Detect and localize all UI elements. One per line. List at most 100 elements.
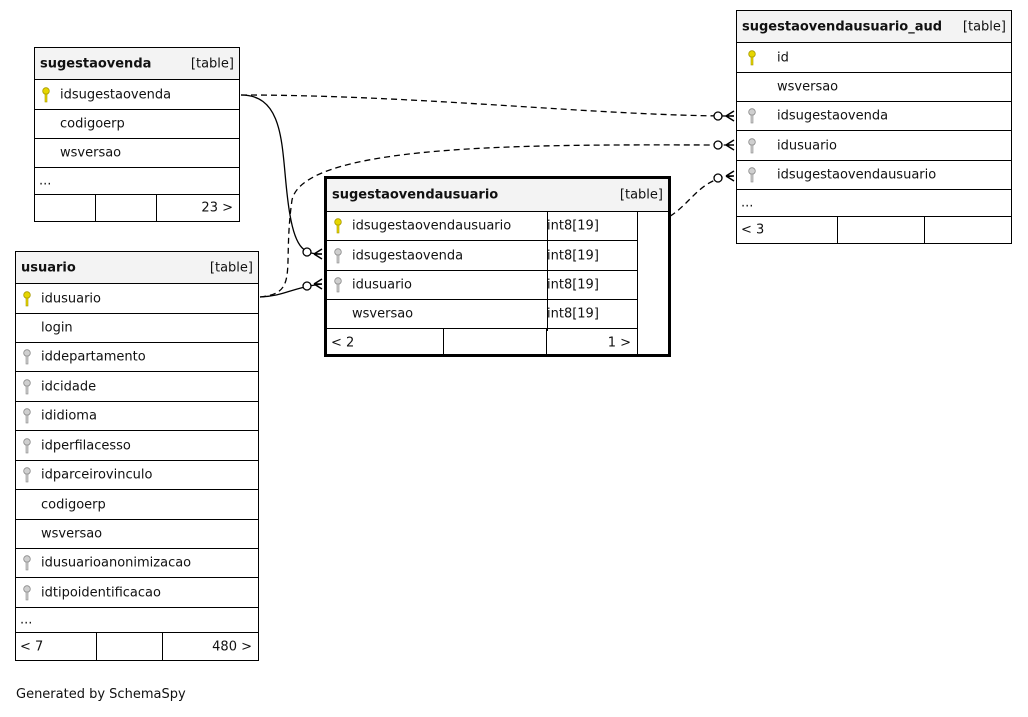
- table-header: sugestaovendausuario [table]: [327, 179, 668, 212]
- crows-foot-icon: [313, 278, 323, 290]
- column-row[interactable]: idusuario: [16, 284, 258, 314]
- footer-parents-cell: < 3: [737, 217, 838, 243]
- children-count: 23 >: [201, 200, 233, 216]
- children-count: 1 >: [607, 335, 631, 350]
- column-row[interactable]: ididioma: [16, 402, 258, 431]
- footer-middle-cell: [838, 217, 925, 243]
- column-row[interactable]: idsugestaovendausuario: [737, 161, 1011, 190]
- footer-children-cell: [925, 217, 1011, 243]
- footer-parents-cell: < 7: [16, 633, 97, 660]
- table-footer: < 2 1 >: [327, 329, 637, 356]
- edge-sugestaovenda-to-aud: [240, 94, 735, 117]
- table-usuario[interactable]: usuario [table] idusuario login iddepart…: [15, 251, 259, 661]
- footer-children-cell: 480 >: [163, 633, 258, 660]
- column-row[interactable]: idtipoidentificacao: [16, 578, 258, 608]
- column-row[interactable]: idsugestaovenda: [737, 102, 1011, 131]
- column-name: idsugestaovenda: [777, 108, 889, 124]
- column-row[interactable]: iddepartamento: [16, 343, 258, 372]
- foreign-key-icon: [748, 167, 756, 183]
- column-name: wsversao: [777, 79, 839, 95]
- table-header: usuario [table]: [16, 252, 258, 284]
- table-name: sugestaovendausuario_aud: [742, 19, 943, 34]
- column-row[interactable]: wsversao int8[19]: [327, 300, 637, 329]
- column-name: idsugestaovenda: [352, 248, 464, 263]
- foreign-key-icon: [334, 277, 342, 293]
- table-footer: 23 >: [35, 195, 239, 221]
- children-count: 480 >: [212, 639, 252, 654]
- column-row[interactable]: idusuarioanonimizacao: [16, 549, 258, 578]
- optional-ring-icon: [302, 247, 312, 257]
- column-name: idusuario: [777, 138, 837, 153]
- column-row[interactable]: login: [16, 314, 258, 343]
- optional-ring-icon: [713, 173, 723, 183]
- primary-key-icon: [23, 290, 31, 306]
- table-footer: < 7 480 >: [16, 633, 258, 660]
- table-header: sugestaovendausuario_aud [table]: [737, 11, 1011, 43]
- column-type: int8[19]: [547, 277, 599, 293]
- footer-children-cell: 23 >: [157, 195, 239, 221]
- column-row[interactable]: idusuario: [737, 131, 1011, 161]
- more-columns-indicator: ...: [39, 173, 52, 189]
- table-sugestaovendausuario[interactable]: sugestaovendausuario [table] idsugestaov…: [324, 176, 671, 357]
- column-row[interactable]: id: [737, 43, 1011, 73]
- column-type: int8[19]: [547, 218, 599, 234]
- more-columns-indicator: ...: [20, 612, 33, 628]
- foreign-key-icon: [23, 437, 31, 453]
- column-name: idperfilacesso: [41, 438, 131, 453]
- column-name: id: [777, 50, 789, 65]
- column-name: idparceirovinculo: [41, 467, 153, 483]
- foreign-key-icon: [23, 555, 31, 571]
- crows-foot-icon: [725, 139, 735, 151]
- table-sugestaovenda[interactable]: sugestaovenda [table] idsugestaovenda co…: [34, 47, 240, 222]
- column-name: idusuario: [41, 291, 101, 306]
- foreign-key-icon: [23, 378, 31, 394]
- column-name: idusuario: [352, 277, 412, 293]
- table-footer: < 3: [737, 217, 1011, 243]
- table-kind: [table]: [619, 187, 663, 203]
- crows-foot-icon: [725, 110, 735, 122]
- column-row[interactable]: idperfilacesso: [16, 431, 258, 461]
- footer-middle-cell: [97, 633, 163, 660]
- column-row[interactable]: wsversao: [35, 139, 239, 168]
- edge-usuario-to-sugestaovendausuario: [259, 283, 323, 298]
- more-columns-row: ...: [16, 608, 258, 633]
- column-row[interactable]: idsugestaovenda: [35, 80, 239, 110]
- column-name: idsugestaovendausuario: [352, 218, 512, 234]
- column-name: idcidade: [41, 379, 97, 394]
- table-sugestaovendausuario-aud[interactable]: sugestaovendausuario_aud [table] id wsve…: [736, 10, 1012, 244]
- column-name: idsugestaovendausuario: [777, 167, 937, 183]
- type-column-divider: [547, 212, 548, 331]
- crows-foot-icon: [725, 170, 735, 182]
- column-row[interactable]: idcidade: [16, 372, 258, 402]
- edge-sugestaovenda-to-sugestaovendausuario: [240, 94, 323, 255]
- column-type: int8[19]: [547, 306, 599, 322]
- table-name: sugestaovendausuario: [332, 187, 499, 203]
- column-row[interactable]: codigoerp: [16, 490, 258, 520]
- parents-count: < 7: [20, 639, 44, 654]
- column-row[interactable]: codigoerp: [35, 110, 239, 139]
- column-row[interactable]: idsugestaovendausuario int8[19]: [327, 212, 637, 241]
- column-row[interactable]: wsversao: [737, 73, 1011, 102]
- column-name: iddepartamento: [41, 349, 146, 365]
- column-name: wsversao: [352, 306, 414, 322]
- column-row[interactable]: idparceirovinculo: [16, 461, 258, 490]
- optional-ring-icon: [713, 140, 723, 150]
- primary-key-icon: [748, 49, 756, 65]
- column-row[interactable]: idsugestaovenda int8[19]: [327, 241, 637, 271]
- parents-count: < 3: [741, 222, 765, 238]
- optional-ring-icon: [713, 111, 723, 121]
- table-kind: [table]: [190, 56, 234, 71]
- crows-foot-icon: [313, 248, 323, 260]
- column-row[interactable]: idusuario int8[19]: [327, 271, 637, 300]
- footer-parents-cell: < 2: [327, 329, 444, 356]
- foreign-key-icon: [334, 247, 342, 263]
- primary-key-icon: [42, 86, 50, 102]
- column-name: idusuarioanonimizacao: [41, 555, 192, 571]
- footer-children-cell: 1 >: [547, 329, 637, 356]
- foreign-key-icon: [23, 584, 31, 600]
- column-row[interactable]: wsversao: [16, 520, 258, 549]
- footer-middle-cell: [96, 195, 157, 221]
- column-name: codigoerp: [60, 116, 125, 132]
- more-columns-row: ...: [35, 168, 239, 195]
